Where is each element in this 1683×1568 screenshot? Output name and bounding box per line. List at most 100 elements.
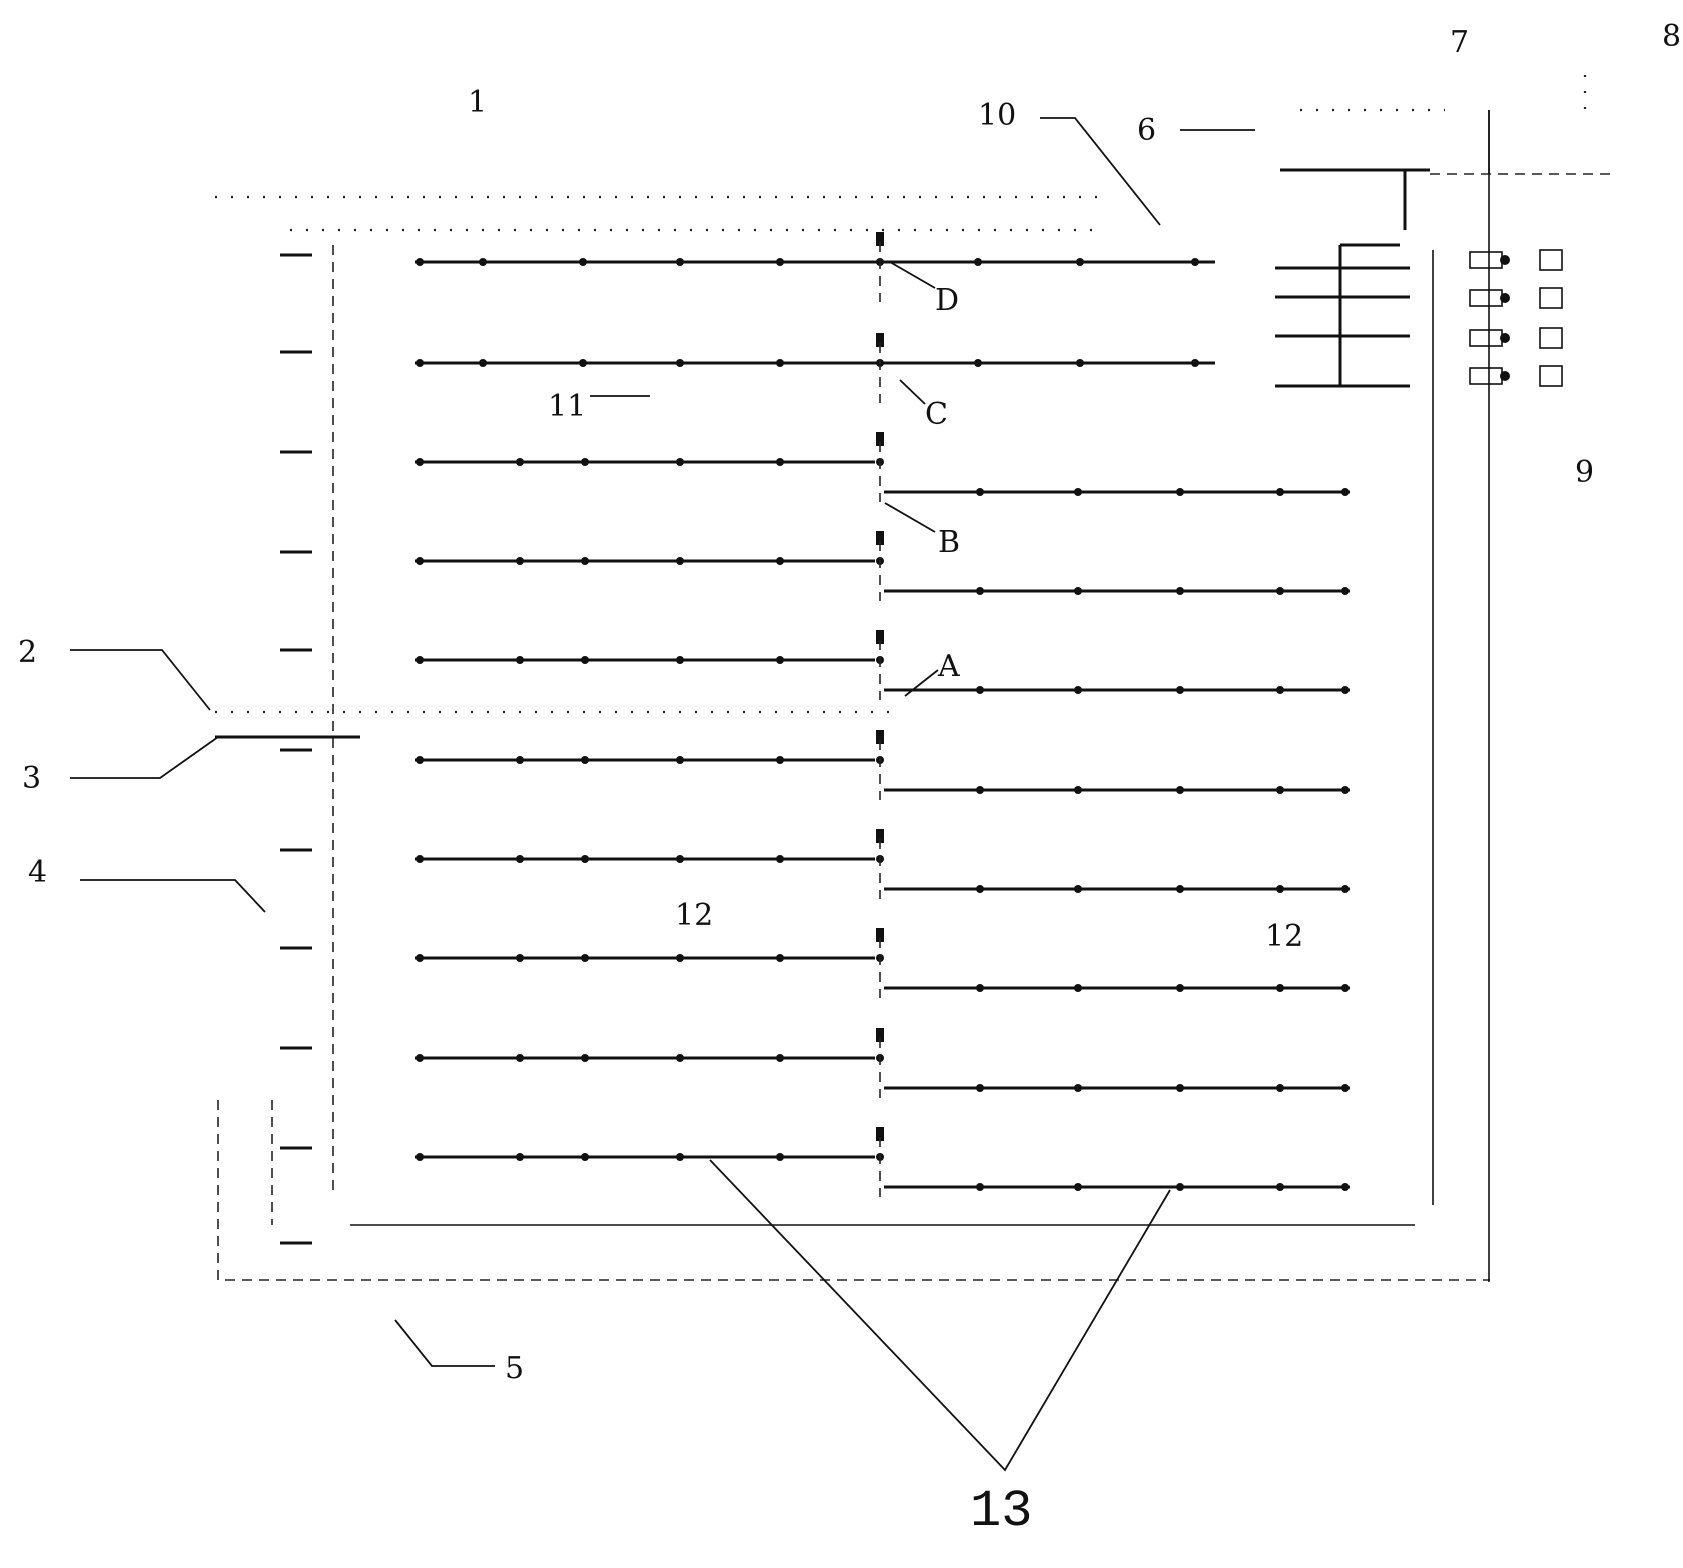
emitter-dot [1176,984,1184,992]
emitter-dot [976,587,984,595]
label-10: 10 [978,98,1016,133]
label-12-right: 12 [1265,919,1303,954]
emitter-dot [676,954,684,962]
right-laterals [884,488,1350,1191]
emitter-dot [676,656,684,664]
emitter-dot [581,756,589,764]
leader-D [889,261,936,289]
emitter-dot [1341,1084,1349,1092]
emitter-dot [1341,488,1349,496]
emitter-dot [516,756,524,764]
emitter-dot [581,954,589,962]
leader-13 [709,1159,1171,1472]
label-2: 2 [18,635,37,670]
valve-marker [876,1127,884,1141]
emitter-dot [416,359,424,367]
label-C: C [925,397,948,432]
emitter-dot [581,1054,589,1062]
emitter-dot [974,258,982,266]
emitter-dot [1341,885,1349,893]
emitter-dot [1276,1183,1284,1191]
label-9: 9 [1575,455,1594,490]
emitter-dot [1341,686,1349,694]
label-8: 8 [1662,19,1681,54]
emitter-dot [1176,1183,1184,1191]
emitter-dot [1341,984,1349,992]
emitter-dot [1074,488,1082,496]
emitter-dot [676,458,684,466]
emitter-dot [579,258,587,266]
emitter-dot [776,855,784,863]
emitter-dot [581,656,589,664]
label-1: 1 [468,85,487,120]
emitter-dot [1276,984,1284,992]
emitter-dot [976,1183,984,1191]
emitter-dot [516,557,524,565]
label-4: 4 [28,855,47,890]
leader-C [899,379,926,405]
leader-B [884,502,936,533]
label-A: A [937,649,960,684]
emitter-dot [1176,1084,1184,1092]
emitter-dot [776,1153,784,1161]
emitter-dot [776,1054,784,1062]
emitter-dot [516,458,524,466]
emitter-dot [776,954,784,962]
emitter-dot [1074,885,1082,893]
emitter-dot [1276,885,1284,893]
emitter-dot [1176,786,1184,794]
emitter-dot [1176,885,1184,893]
emitter-dot [1191,359,1199,367]
valve-marker [876,333,884,347]
emitter-dot [416,756,424,764]
emitter-dot [1074,1183,1082,1191]
emitter-dot [776,359,784,367]
emitter-dot [416,258,424,266]
emitter-dot [974,359,982,367]
emitter-dot [1276,488,1284,496]
emitter-dot [516,1054,524,1062]
emitter-dot [676,855,684,863]
valve-marker [876,1028,884,1042]
emitter-dot [581,1153,589,1161]
emitter-dot [1276,1084,1284,1092]
emitter-dot [1191,258,1199,266]
left-stubs [280,253,312,1245]
outer-return-loop [217,1100,1490,1281]
emitter-dot [1074,587,1082,595]
emitter-dot [1341,1183,1349,1191]
label-6: 6 [1137,113,1156,148]
leader-5 [394,1319,495,1367]
emitter-dot [416,1054,424,1062]
left-laterals [415,232,1215,1197]
label-7: 7 [1450,25,1469,60]
emitter-dot [1074,686,1082,694]
label-B: B [938,525,960,560]
leader-10 [1040,117,1161,226]
emitter-dot [479,258,487,266]
valve-marker [876,928,884,942]
label-11: 11 [548,389,586,424]
emitter-dot [776,557,784,565]
emitter-dot [1341,786,1349,794]
emitter-dot [1076,258,1084,266]
emitter-dot [581,458,589,466]
emitter-dot [1074,1084,1082,1092]
emitter-dot [976,686,984,694]
emitter-dot [581,855,589,863]
leader-3 [70,736,219,779]
emitter-dot [416,954,424,962]
emitter-dot [479,359,487,367]
emitter-dot [1176,488,1184,496]
emitter-dot [976,984,984,992]
emitter-dot [1074,786,1082,794]
emitter-dot [516,656,524,664]
emitter-dot [1276,587,1284,595]
emitter-dot [976,885,984,893]
emitter-dot [416,458,424,466]
emitter-dot [1276,786,1284,794]
emitter-dot [416,855,424,863]
emitter-dot [416,557,424,565]
valve-marker [876,432,884,446]
